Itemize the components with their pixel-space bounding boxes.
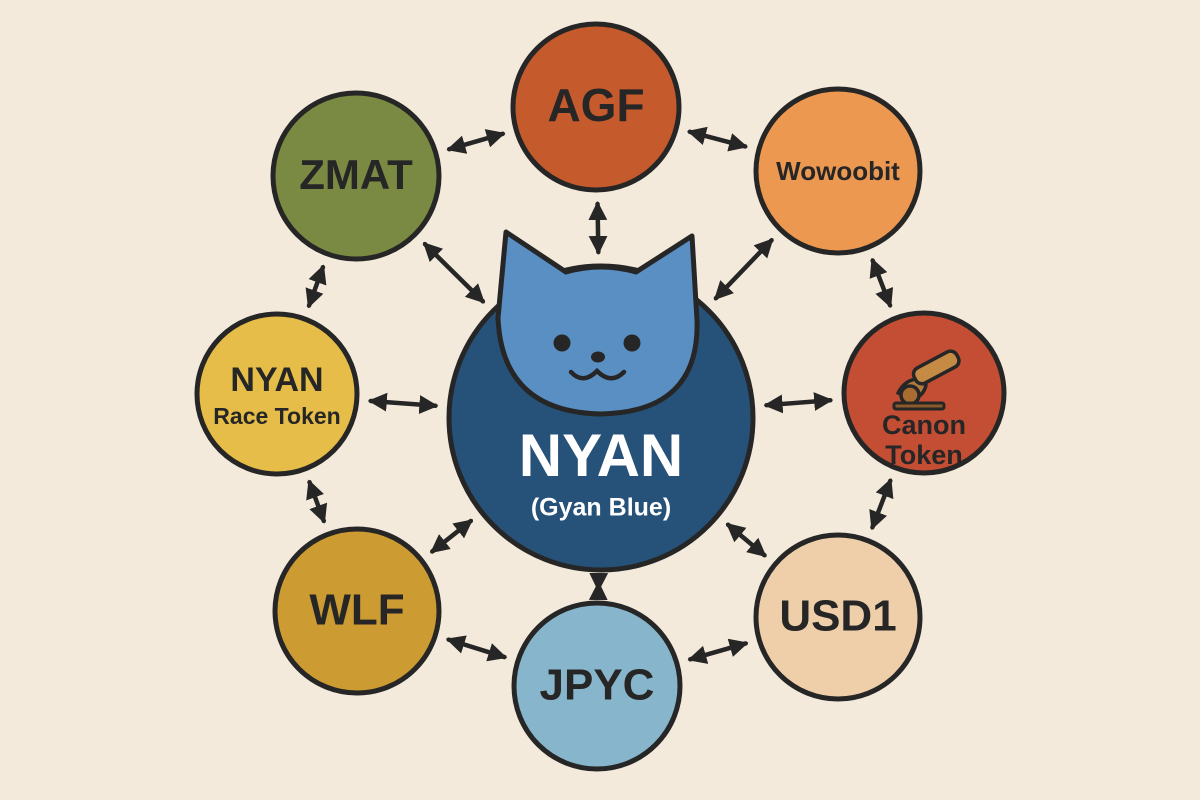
node-label-zmat-1: ZMAT	[299, 151, 413, 198]
arrow-center-usd1	[725, 522, 767, 558]
node-label-agf-1: AGF	[547, 79, 644, 131]
arrow-center-wowoobit	[713, 238, 774, 301]
node-label-jpyc-1: JPYC	[540, 661, 655, 710]
node-circle-usd1	[753, 532, 923, 702]
node-circle-agf	[510, 21, 682, 193]
node-circle-zmat	[270, 90, 442, 262]
connection-arrows	[305, 126, 894, 664]
arrow-center-nyan-race	[367, 392, 439, 414]
arrow-center-zmat	[422, 241, 486, 304]
cannon-icon	[892, 349, 961, 411]
node-label-wowoobit-1: Wowoobit	[776, 156, 900, 186]
node-label-nyan-race-1: NYAN	[230, 361, 323, 399]
node-zmat: ZMAT	[270, 90, 442, 262]
center-subtitle: (Gyan Blue)	[531, 494, 671, 522]
arrow-wlf-nyan-race	[306, 479, 328, 524]
arrow-jpyc-wlf	[445, 635, 508, 662]
arrow-nyan-race-zmat	[305, 264, 327, 309]
node-label-nyan-race-2: Race Token	[213, 403, 340, 429]
arrow-canon-usd1	[869, 478, 894, 531]
node-wlf: WLF	[272, 526, 442, 696]
center-title: NYAN	[519, 422, 684, 489]
node-label-canon-2: Token	[885, 440, 963, 470]
node-circle-wowoobit	[753, 86, 923, 256]
node-label-canon-1: Canon	[882, 410, 966, 440]
arrow-center-wlf	[430, 518, 474, 554]
node-wowoobit: Wowoobit	[753, 86, 923, 256]
arrow-wowoobit-canon	[869, 257, 894, 308]
cat-face-icon	[495, 229, 700, 417]
arrow-zmat-agf	[446, 129, 506, 154]
node-circle-nyan-race	[194, 311, 360, 477]
node-agf: AGF	[510, 21, 682, 193]
arrow-center-agf	[588, 201, 608, 255]
node-circle-jpyc	[511, 600, 683, 772]
node-nyan-race: NYAN Race Token	[194, 311, 360, 477]
arrow-agf-wowoobit	[687, 126, 748, 152]
center-node-nyan: NYAN (Gyan Blue)	[446, 229, 756, 573]
node-jpyc: JPYC	[511, 600, 683, 772]
arrow-center-canon	[763, 392, 834, 414]
node-circle-wlf	[272, 526, 442, 696]
node-usd1: USD1	[753, 532, 923, 702]
node-label-wlf-1: WLF	[309, 586, 404, 635]
arrow-usd1-jpyc	[687, 638, 749, 664]
node-label-usd1-1: USD1	[779, 592, 896, 641]
